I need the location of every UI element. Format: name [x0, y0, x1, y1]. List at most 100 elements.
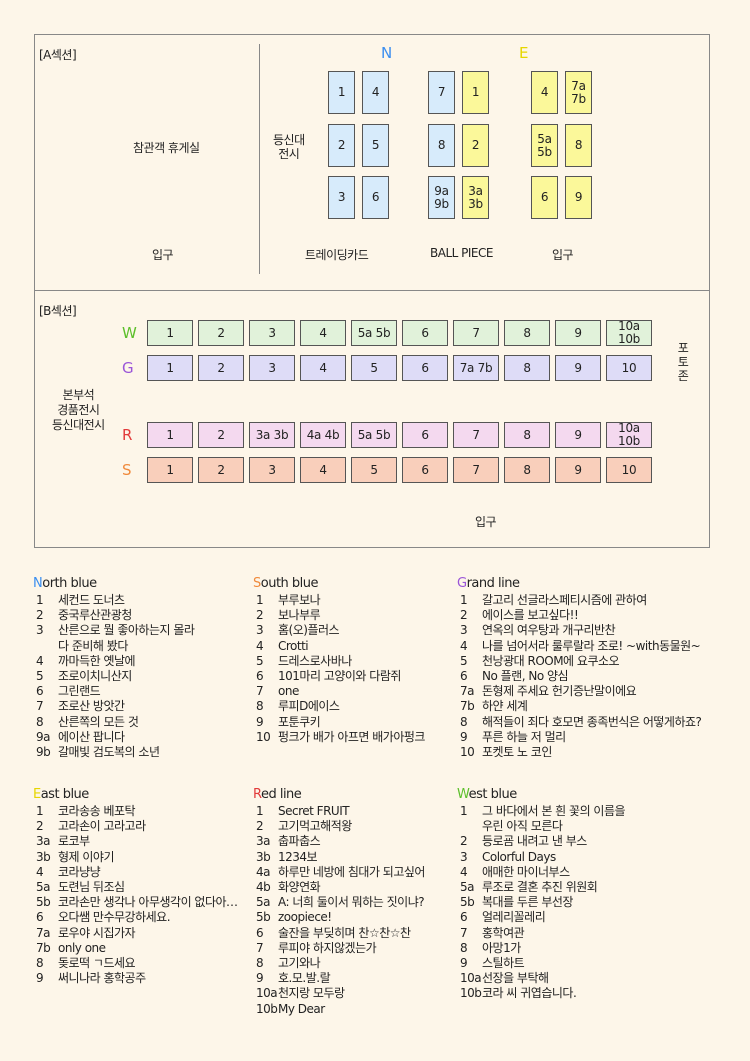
legend-item-name: 세컨드 도너츠 [58, 593, 125, 607]
legend-item-code: 1 [460, 593, 468, 607]
legend-item: 다 준비해 봤다 [33, 639, 194, 654]
booth-r-2: 2 [198, 422, 244, 448]
legend-item-name: 포툰쿠키 [278, 714, 321, 729]
legend-title: South blue [253, 576, 425, 591]
section-b-title: [B섹션] [39, 304, 77, 318]
legend-title: Grand line [457, 576, 701, 591]
legend-item-code: 10a [256, 986, 278, 1001]
legend-item-name: 오다쌤 만수무강하세요. [58, 910, 171, 925]
legend-item-name: 우린 아직 모른다 [482, 819, 563, 834]
booth-g-3: 3 [249, 355, 295, 381]
legend-item-code: 7a [36, 925, 51, 940]
booth-s-3: 3 [249, 457, 295, 483]
row-letter-g: G [122, 359, 134, 377]
booth-a-1-4: 5 [362, 124, 389, 167]
booth-s-6: 6 [402, 457, 448, 483]
legend-title: West blue [457, 787, 625, 802]
legend-item-name: My Dear [278, 1001, 325, 1016]
legend-item-code: 7 [256, 940, 264, 955]
legend-item-name: 아망1가 [482, 940, 521, 955]
legend-item-code: 9 [256, 971, 264, 986]
legend-item-name: 홍학여관 [482, 925, 525, 940]
legend-item-code: 7a [460, 684, 475, 699]
header-e: E [519, 44, 529, 62]
legend-item-code: 1 [256, 804, 264, 818]
booth-r-6: 6 [402, 422, 448, 448]
booth-w-1: 1 [147, 320, 193, 346]
legend-item-code: 5a [36, 880, 51, 895]
booth-r-1: 1 [147, 422, 193, 448]
booth-g-9: 9 [555, 355, 601, 381]
legend-item-code: 9a [36, 729, 51, 744]
booth-a-3-2: 7a 7b [565, 71, 592, 114]
legend-item-code: 1 [36, 804, 44, 818]
legend-item-name: 그린랜드 [58, 684, 101, 699]
booth-s-7: 7 [453, 457, 499, 483]
booth-g-7: 7a 7b [453, 355, 499, 381]
legend-item-name: 산른으로 뭘 좋아하는지 몰라 [58, 623, 195, 638]
row-letter-w: W [122, 324, 137, 342]
entrance-right-label: 입구 [552, 248, 574, 262]
legend-item-name: 보나부루 [278, 608, 321, 623]
legend-item-code: 4 [460, 864, 468, 879]
legend-title: North blue [33, 576, 194, 591]
booth-a-2-1: 7 [428, 71, 455, 114]
legend-title: Red line [253, 787, 425, 802]
legend-item-code: 7b [36, 940, 51, 955]
legend-item-code: 5 [36, 669, 44, 684]
booth-g-1: 1 [147, 355, 193, 381]
booth-s-5: 5 [351, 457, 397, 483]
legend-item-name: 루조로 결혼 추진 위원회 [482, 880, 598, 895]
legend-item-code: 8 [36, 714, 44, 729]
booth-r-4: 4a 4b [300, 422, 346, 448]
booth-r-3: 3a 3b [249, 422, 295, 448]
legend-item-name: 고기와나 [278, 956, 321, 971]
legend-item-name: one [278, 684, 299, 699]
booth-a-1-1: 1 [328, 71, 355, 114]
legend-item-code: 1 [256, 593, 264, 607]
legend-item-code: 4 [460, 638, 468, 653]
row-letter-r: R [122, 426, 133, 444]
legend-item-name: 코라 씨 귀엽습니다. [482, 986, 577, 1001]
legend-item-name: 로코부 [58, 834, 90, 849]
legend-item-code: 4b [256, 880, 271, 895]
legend-item-name: 에이산 팝니다 [58, 729, 125, 744]
legend-item-code: 1 [460, 804, 468, 818]
legend-item-code: 10 [460, 745, 475, 760]
booth-s-2: 2 [198, 457, 244, 483]
legend-item-code: 7 [460, 925, 468, 940]
booth-w-3: 3 [249, 320, 295, 346]
legend-initial: E [33, 787, 41, 802]
map-frame [34, 34, 710, 548]
legend-item: 7 루피야 하지않겠는가 [253, 941, 425, 956]
legend-initial: G [457, 576, 467, 591]
legend-item-name: 1234보 [278, 849, 318, 864]
legend-item-name: No 플랜, No 양심 [482, 669, 569, 684]
booth-g-4: 4 [300, 355, 346, 381]
legend-item-name: 까마득한 옛날에 [58, 653, 136, 668]
legend-item-name: 루피야 하지않겠는가 [278, 940, 377, 955]
